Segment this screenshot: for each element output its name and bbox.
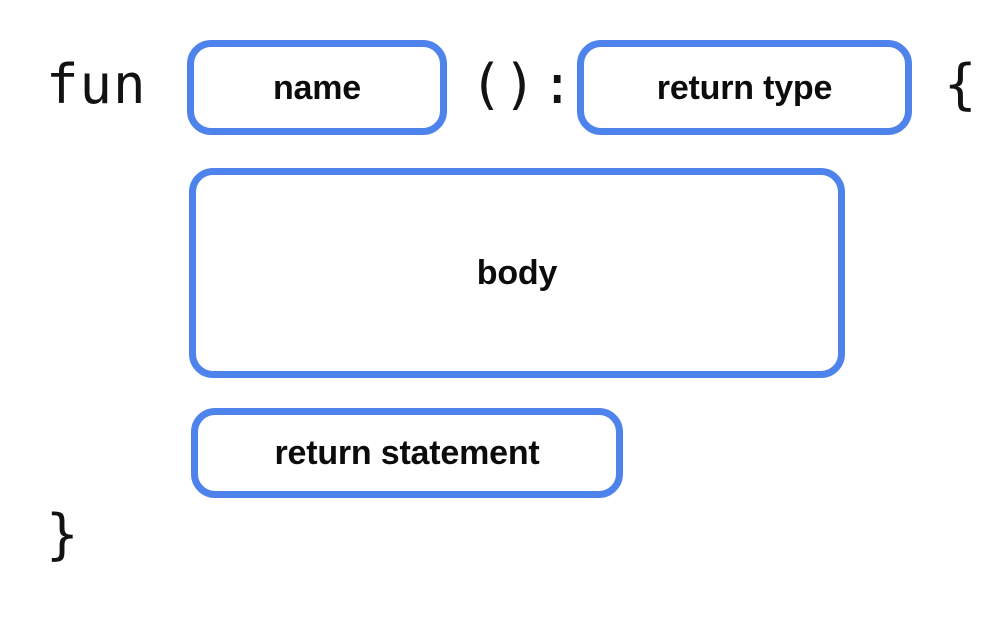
slot-return-type-label: return type xyxy=(656,68,833,107)
close-brace-token: } xyxy=(46,503,79,566)
slot-function-body-label: body xyxy=(476,254,558,292)
slot-function-body[interactable]: body xyxy=(189,168,845,378)
slot-return-statement-label: return statement xyxy=(274,434,540,472)
keyword-fun-token: fun xyxy=(46,53,147,116)
slot-return-type[interactable]: return type xyxy=(577,40,912,135)
slot-function-name[interactable]: name xyxy=(187,40,447,135)
return-type-colon-token: : xyxy=(541,53,574,116)
parameter-parentheses-token: () xyxy=(470,53,538,116)
slot-return-statement[interactable]: return statement xyxy=(191,408,623,498)
open-brace-token: { xyxy=(944,53,977,116)
slot-function-name-label: name xyxy=(272,68,362,107)
